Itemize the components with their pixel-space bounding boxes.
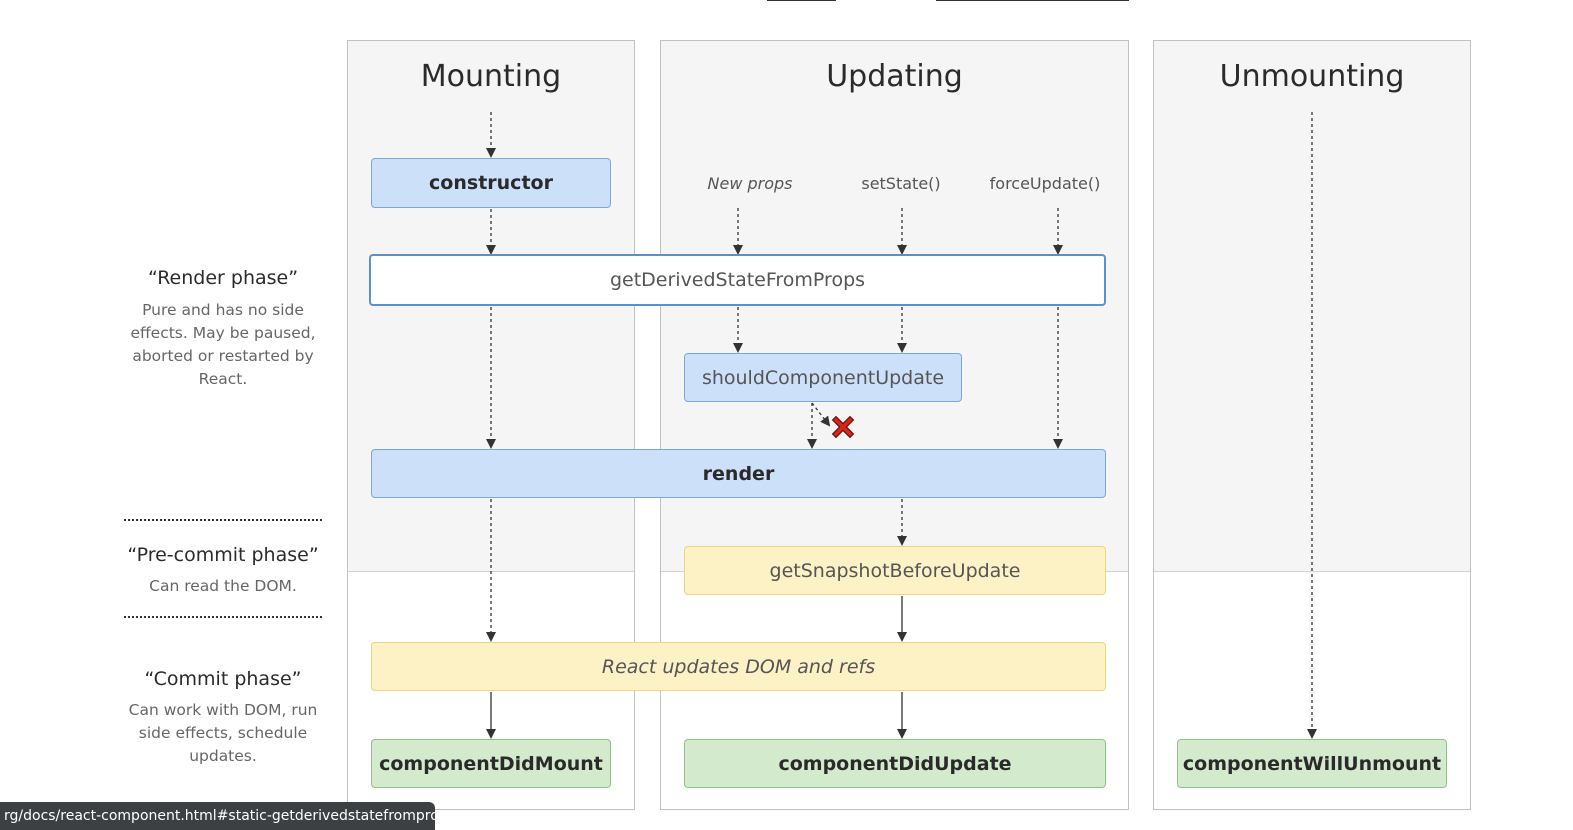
constructor-box[interactable]: constructor: [371, 158, 611, 208]
react-updates-dom-label: React updates DOM and refs: [601, 655, 876, 678]
render-phase-description: Pure and has no side effects. May be pau…: [130, 301, 316, 388]
arrow-scu-cancel: [811, 402, 831, 427]
new-props-trigger: New props: [707, 174, 793, 193]
render-phase-title: “Render phase”: [147, 267, 299, 289]
should-component-update-box[interactable]: shouldComponentUpdate: [684, 353, 962, 402]
should-component-update-label: shouldComponentUpdate: [701, 366, 945, 389]
render-box[interactable]: render: [371, 449, 1106, 498]
get-derived-state-from-props-label: getDerivedStateFromProps: [609, 269, 866, 291]
top-divider-right: [936, 0, 1129, 1]
render-label: render: [702, 462, 775, 485]
top-divider-left: [767, 0, 836, 1]
unmounting-title: Unmounting: [1219, 59, 1405, 94]
mounting-title: Mounting: [420, 59, 562, 94]
react-updates-dom-box: React updates DOM and refs: [371, 642, 1106, 691]
get-snapshot-before-update-label: getSnapshotBeforeUpdate: [769, 559, 1021, 582]
component-did-update-box[interactable]: componentDidUpdate: [684, 739, 1106, 788]
precommit-phase-description: Can read the DOM.: [149, 577, 297, 595]
cancel-x-icon: [831, 415, 855, 439]
link-status-bar: rg/docs/react-component.html#static-getd…: [0, 802, 435, 830]
force-update-trigger: forceUpdate(): [989, 174, 1101, 193]
status-url: rg/docs/react-component.html#static-getd…: [4, 808, 435, 824]
component-will-unmount-label: componentWillUnmount: [1182, 752, 1442, 775]
updating-title: Updating: [826, 59, 963, 94]
phase-separator: [124, 616, 322, 618]
precommit-phase-title: “Pre-commit phase”: [127, 544, 319, 566]
phase-separator: [124, 519, 322, 521]
column-phase-divider: [1154, 571, 1470, 572]
component-did-mount-box[interactable]: componentDidMount: [371, 739, 611, 788]
commit-phase-title: “Commit phase”: [144, 668, 302, 690]
constructor-label: constructor: [429, 172, 553, 194]
set-state-trigger: setState(): [861, 174, 941, 193]
component-did-mount-label: componentDidMount: [379, 752, 603, 775]
get-derived-state-from-props-box[interactable]: getDerivedStateFromProps: [369, 254, 1106, 306]
component-did-update-label: componentDidUpdate: [778, 752, 1012, 775]
component-will-unmount-box[interactable]: componentWillUnmount: [1177, 739, 1447, 788]
get-snapshot-before-update-box[interactable]: getSnapshotBeforeUpdate: [684, 546, 1106, 595]
commit-phase-description: Can work with DOM, run side effects, sch…: [128, 701, 318, 765]
